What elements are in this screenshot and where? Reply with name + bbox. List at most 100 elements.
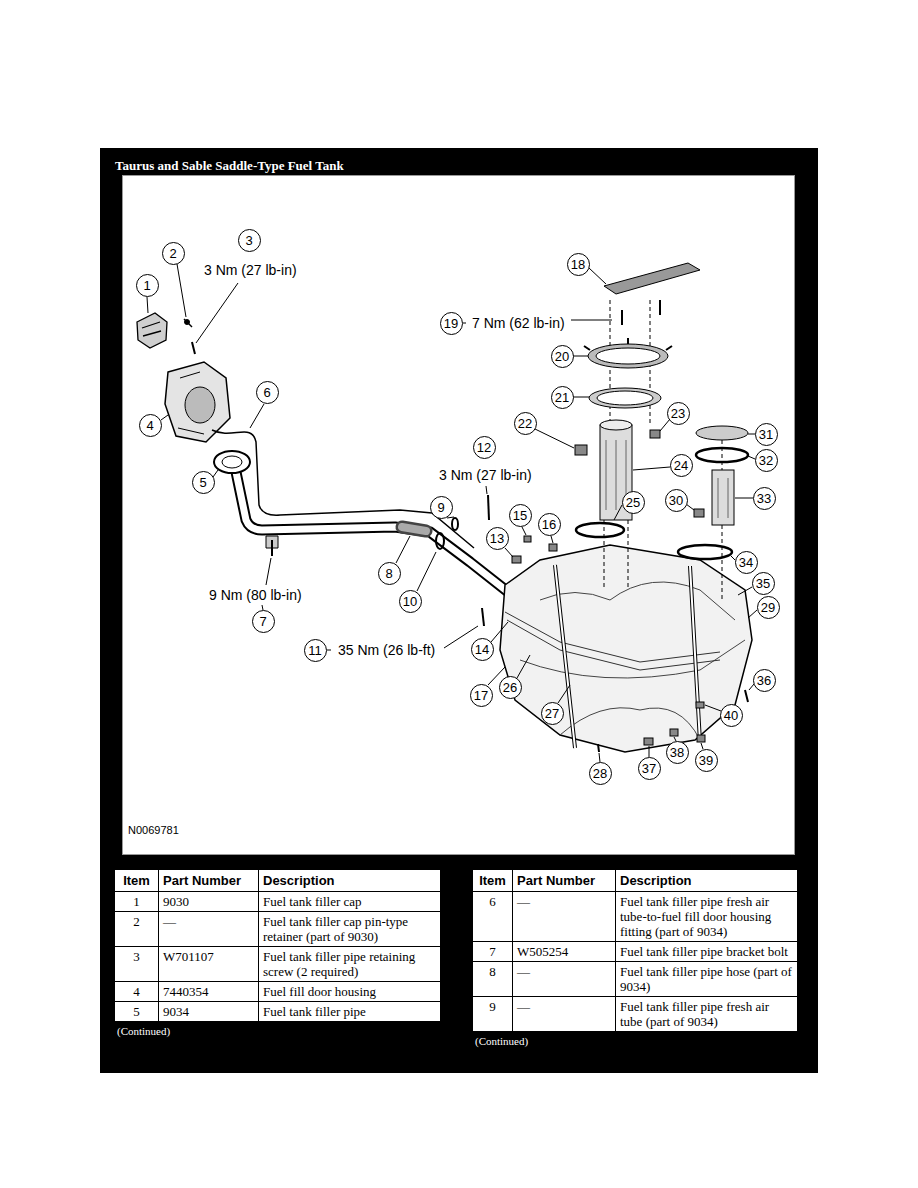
leader-lines-part	[599, 753, 600, 762]
table-row: 3 W701107Fuel tank filler pipe retaining …	[115, 947, 441, 982]
table-cell: Fuel tank filler cap pin-type retainer (…	[259, 912, 441, 947]
item-number: 9	[489, 999, 496, 1014]
leader-lines-part	[517, 655, 530, 678]
tank-parts	[512, 509, 748, 752]
leader-lines-part	[535, 429, 574, 448]
leader-lines-part	[161, 415, 168, 420]
part-number: —	[517, 999, 530, 1014]
filler-cap-part	[137, 313, 167, 348]
callout-number: 6	[256, 381, 279, 404]
callout-number: 32	[755, 449, 778, 472]
sender-plate	[604, 263, 700, 294]
callout-number: 2	[162, 242, 185, 265]
table-cell: 3	[115, 947, 159, 982]
clamps-part	[452, 518, 458, 530]
parts-table-block: ItemPart NumberDescription6—Fuel tank fi…	[472, 869, 799, 1047]
item-number: 3	[133, 949, 140, 964]
callout-number: 21	[551, 386, 574, 409]
table-header-cell: Part Number	[159, 870, 259, 892]
torque-spec: 7 Nm (62 lb-in)	[470, 315, 567, 331]
table-row: 47440354Fuel fill door housing	[115, 982, 441, 1002]
column-heading: Item	[479, 873, 506, 888]
table-row: 5 9034 Fuel tank filler pipe	[115, 1002, 441, 1022]
leader-lines-part	[147, 297, 148, 313]
filler-pipe-part	[236, 472, 508, 592]
callout-number: 12	[473, 436, 496, 459]
filler-pipe-part	[402, 527, 426, 531]
part-number: —	[517, 894, 530, 909]
column-heading: Description	[620, 873, 692, 888]
leader-lines-part	[522, 527, 526, 535]
seal-rings-part	[597, 391, 653, 405]
leader-lines-part	[748, 610, 757, 618]
table-cell: Fuel tank filler pipe fresh air tube-to-…	[616, 892, 798, 942]
callout-number: 35	[752, 572, 775, 595]
table-row: 19030Fuel tank filler cap	[115, 892, 441, 912]
leader-lines-part	[491, 622, 508, 642]
leader-lines-part	[614, 505, 622, 520]
callout-number: 31	[755, 423, 778, 446]
torque-spec: 3 Nm (27 lb-in)	[202, 262, 299, 278]
continued-note: (Continued)	[472, 1035, 799, 1047]
fuel-tank-part	[555, 565, 700, 748]
tank-parts-part	[696, 702, 704, 708]
table-row: 8—Fuel tank filler pipe hose (part of 90…	[473, 962, 798, 997]
leader-lines-part	[505, 548, 513, 557]
item-number: 5	[133, 1004, 140, 1019]
fill-door-housing	[165, 362, 230, 442]
part-description: Fuel tank filler pipe fresh air tube (pa…	[620, 999, 769, 1029]
callout-number: 17	[470, 684, 493, 707]
leader-lines-part	[705, 705, 721, 711]
table-cell: Fuel tank filler cap	[259, 892, 441, 912]
leader-lines-part	[571, 320, 612, 321]
part-description: Fuel tank filler pipe	[263, 1004, 366, 1019]
fill-door-housing-part	[185, 387, 215, 423]
table-cell: W701107	[159, 947, 259, 982]
fuel-tank-part	[520, 640, 745, 678]
parts-table: ItemPart NumberDescription6—Fuel tank fi…	[472, 869, 798, 1032]
table-cell: 7440354	[159, 982, 259, 1002]
tank-bolts	[482, 495, 489, 626]
leader-lines-part	[686, 504, 694, 510]
callout-number: 18	[567, 253, 590, 276]
table-cell: Fuel tank filler pipe retaining screw (2…	[259, 947, 441, 982]
part-description: Fuel tank filler cap pin-type retainer (…	[263, 914, 408, 944]
fuel-sender-part	[718, 478, 728, 518]
seal-rings-part	[576, 523, 624, 537]
table-cell: —	[513, 892, 616, 942]
leader-lines-part	[633, 467, 670, 470]
table-header-cell: Part Number	[513, 870, 616, 892]
diagram-title: Taurus and Sable Saddle-Type Fuel Tank	[115, 158, 344, 174]
leader-lines-part	[177, 264, 186, 317]
leader-lines-part	[589, 268, 606, 284]
part-number: W505254	[517, 944, 568, 959]
leader-lines-part	[396, 536, 410, 563]
callout-number: 39	[695, 749, 718, 772]
table-header-cell: Item	[115, 870, 159, 892]
leader-lines-part	[748, 456, 755, 459]
table-row: 7W505254Fuel tank filler pipe bracket bo…	[473, 942, 798, 962]
fuel-tank-part	[500, 545, 752, 752]
leader-lines-part	[660, 419, 670, 431]
table-cell: 4	[115, 982, 159, 1002]
table-cell: Fuel tank filler pipe hose (part of 9034…	[616, 962, 798, 997]
fuel-tank-part	[560, 708, 700, 740]
part-number: 9034	[163, 1004, 189, 1019]
lock-ring-part	[584, 338, 672, 350]
part-number: —	[163, 914, 176, 929]
table-header-row: ItemPart NumberDescription	[115, 870, 441, 892]
retaining-screws-part	[192, 342, 195, 354]
tank-parts-part	[644, 738, 653, 745]
column-heading: Part Number	[163, 873, 241, 888]
part-description: Fuel tank filler pipe hose (part of 9034…	[620, 964, 792, 994]
item-number: 1	[133, 894, 140, 909]
callout-number: 28	[589, 762, 612, 785]
filler-neck-part	[214, 451, 250, 473]
fill-door-housing-part	[165, 362, 230, 442]
callout-number: 11	[304, 639, 327, 662]
parts-table-block: ItemPart NumberDescription19030Fuel tank…	[114, 869, 442, 1037]
leader-lines-part	[327, 650, 331, 651]
fuel-sender-part	[712, 470, 734, 525]
plate-screws	[622, 300, 660, 325]
tank-parts-part	[549, 544, 557, 551]
